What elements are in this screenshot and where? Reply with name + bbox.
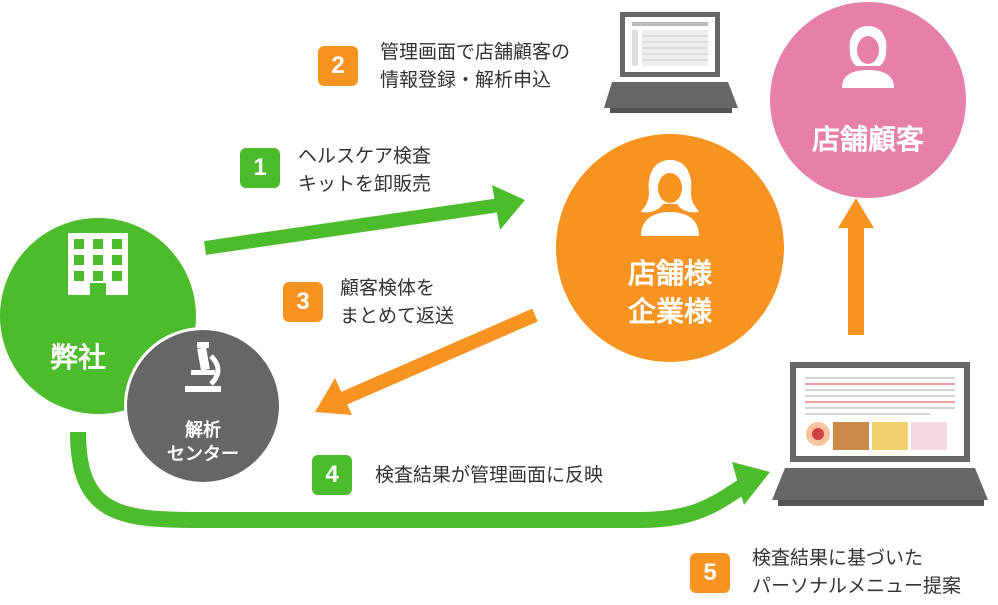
company-label: 弊社 bbox=[50, 341, 107, 374]
laptop-top bbox=[604, 12, 738, 113]
step-4-text: 検査結果が管理画面に反映 bbox=[375, 461, 603, 489]
store-node: 店舗様 企業様 bbox=[556, 134, 784, 362]
step-4-line-1: 検査結果が管理画面に反映 bbox=[375, 464, 604, 486]
store-label-1: 店舗様 bbox=[627, 257, 712, 290]
lab-node: 解析 センター bbox=[124, 327, 282, 485]
step-3-text: 顧客検体を まとめて返送 bbox=[340, 274, 454, 330]
step-5-badge: 5 bbox=[690, 553, 730, 593]
step-5-text: 検査結果に基づいた パーソナルメニュー提案 bbox=[752, 544, 961, 600]
step-2-text: 管理画面で店舗顧客の 情報登録・解析申込 bbox=[380, 38, 570, 94]
person-icon bbox=[842, 26, 894, 88]
step-1-line-1: ヘルスケア検査 bbox=[298, 145, 432, 167]
lab-label-2: センター bbox=[167, 444, 239, 465]
step-3-line-1: 顧客検体を bbox=[340, 277, 436, 299]
step-5-line-2: パーソナルメニュー提案 bbox=[752, 575, 962, 597]
customer-node: 店舗顧客 bbox=[770, 2, 966, 198]
arrow-store-to-lab bbox=[315, 308, 538, 415]
step-3-badge: 3 bbox=[283, 282, 323, 322]
step-2-line-1: 管理画面で店舗顧客の bbox=[380, 41, 571, 63]
arrow-laptop-to-customer bbox=[838, 198, 874, 335]
step-5-line-1: 検査結果に基づいた bbox=[752, 547, 924, 569]
arrow-company-to-laptop bbox=[70, 431, 770, 528]
building-icon bbox=[68, 233, 128, 295]
customer-label: 店舗顧客 bbox=[811, 123, 924, 156]
step-4-badge: 4 bbox=[312, 455, 352, 495]
microscope-icon bbox=[185, 342, 221, 392]
woman-icon bbox=[641, 160, 699, 236]
step-1-text: ヘルスケア検査 キットを卸販売 bbox=[298, 142, 431, 198]
step-1-line-2: キットを卸販売 bbox=[298, 173, 432, 195]
step-1-badge: 1 bbox=[240, 148, 280, 188]
arrow-company-to-store bbox=[203, 185, 525, 255]
step-3-line-2: まとめて返送 bbox=[340, 305, 455, 327]
laptop-bottom bbox=[772, 362, 988, 506]
step-2-badge: 2 bbox=[318, 46, 358, 86]
step-2-line-2: 情報登録・解析申込 bbox=[380, 69, 552, 91]
store-label-2: 企業様 bbox=[627, 295, 712, 328]
lab-label-1: 解析 bbox=[185, 420, 221, 441]
